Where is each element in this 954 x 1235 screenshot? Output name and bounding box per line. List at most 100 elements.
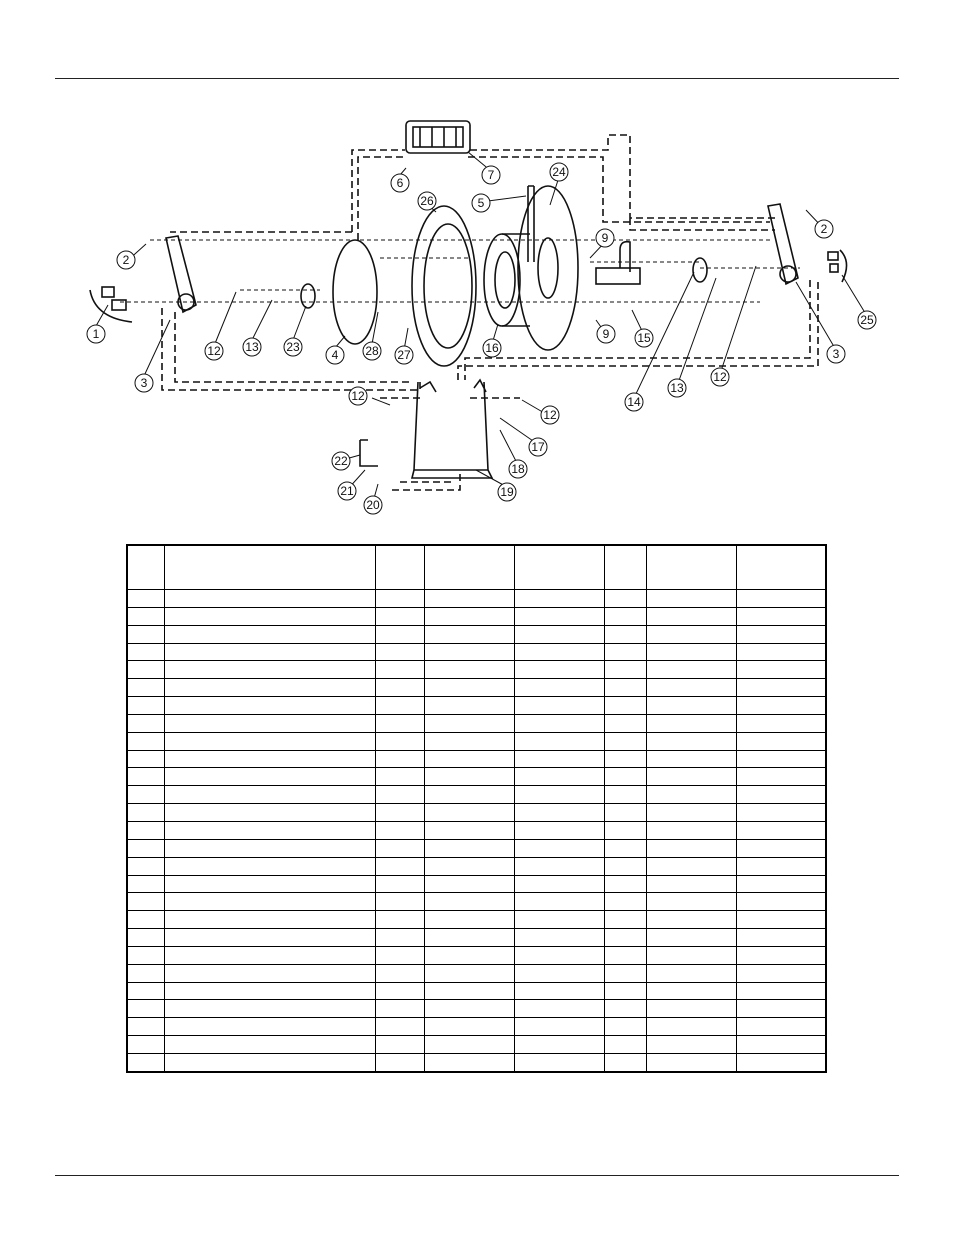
table-cell: [164, 624, 376, 644]
table-cell: [736, 589, 827, 608]
table-cell: [126, 606, 165, 626]
callout-7: 7: [488, 168, 495, 182]
table-cell: [514, 624, 605, 644]
table-cell: [604, 589, 647, 608]
callout-13-left: 13: [245, 340, 259, 354]
table-cell: [604, 892, 647, 912]
table-cell: [646, 713, 737, 733]
callout-9-bottom: 9: [603, 327, 610, 341]
table-cell: [126, 767, 165, 787]
table-cell: [375, 678, 425, 698]
table-cell: [604, 963, 647, 983]
table-cell: [514, 1035, 605, 1054]
callout-9-top: 9: [602, 231, 609, 245]
table-cell: [126, 856, 165, 876]
table-cell: [375, 999, 425, 1019]
table-cell: [646, 678, 737, 698]
table-cell: [375, 785, 425, 805]
top-rule: [55, 78, 899, 79]
table-cell: [514, 606, 605, 626]
table-cell: [375, 856, 425, 876]
callout-22: 22: [334, 454, 348, 468]
callout-20: 20: [366, 498, 380, 512]
table-cell: [736, 838, 827, 858]
table-row: [126, 731, 827, 751]
table-cell: [375, 749, 425, 769]
table-cell: [646, 696, 737, 715]
table-cell: [604, 1052, 647, 1073]
table-cell: [604, 785, 647, 805]
table-cell: [736, 606, 827, 626]
table-cell: [646, 660, 737, 680]
table-cell: [604, 606, 647, 626]
table-cell: [164, 731, 376, 751]
table-cell: [736, 856, 827, 876]
table-cell: [375, 1017, 425, 1037]
table-cell: [736, 874, 827, 894]
table-cell: [514, 999, 605, 1019]
table-cell: [164, 892, 376, 912]
table-row: [126, 874, 827, 894]
table-cell: [424, 874, 515, 894]
table-cell: [514, 767, 605, 787]
table-cell: [164, 999, 376, 1019]
table-cell: [736, 820, 827, 840]
callout-5: 5: [478, 196, 485, 210]
table-cell: [424, 713, 515, 733]
table-cell: [126, 981, 165, 1001]
callout-14: 14: [627, 395, 641, 409]
table-cell: [604, 713, 647, 733]
table-row: [126, 1052, 827, 1073]
table-cell: [126, 785, 165, 805]
table-cell: [424, 589, 515, 608]
table-cell: [424, 624, 515, 644]
callout-26: 26: [420, 194, 434, 208]
table-cell: [604, 624, 647, 644]
callout-27: 27: [397, 348, 411, 362]
table-cell: [514, 981, 605, 1001]
table-cell: [164, 642, 376, 662]
table-cell: [126, 910, 165, 930]
table-row: [126, 892, 827, 912]
table-row: [126, 856, 827, 876]
table-cell: [514, 963, 605, 983]
table-cell: [126, 731, 165, 751]
table-cell: [126, 928, 165, 947]
table-cell: [424, 731, 515, 751]
table-cell: [646, 803, 737, 822]
table-cell: [514, 660, 605, 680]
table-cell: [646, 785, 737, 805]
table-cell: [604, 874, 647, 894]
table-row: [126, 660, 827, 680]
table-cell: [514, 749, 605, 769]
table-cell: [424, 928, 515, 947]
table-cell: [604, 856, 647, 876]
table-cell: [164, 785, 376, 805]
table-cell: [164, 749, 376, 769]
table-cell: [646, 963, 737, 983]
table-row: [126, 910, 827, 930]
table-cell: [736, 696, 827, 715]
table-cell: [646, 1017, 737, 1037]
table-row: [126, 785, 827, 805]
table-cell: [164, 606, 376, 626]
callout-18: 18: [511, 462, 525, 476]
callout-1: 1: [93, 327, 100, 341]
table-row: [126, 928, 827, 947]
table-row: [126, 606, 827, 626]
table-cell: [604, 981, 647, 1001]
table-cell: [604, 928, 647, 947]
callout-25: 25: [860, 313, 874, 327]
table-cell: [164, 767, 376, 787]
column-header: [736, 544, 827, 590]
table-cell: [424, 606, 515, 626]
table-cell: [736, 731, 827, 751]
table-cell: [375, 696, 425, 715]
table-row: [126, 642, 827, 662]
table-cell: [424, 945, 515, 965]
callout-19: 19: [500, 485, 514, 499]
table-cell: [424, 1052, 515, 1073]
table-cell: [646, 1052, 737, 1073]
table-cell: [375, 945, 425, 965]
table-row: [126, 696, 827, 715]
